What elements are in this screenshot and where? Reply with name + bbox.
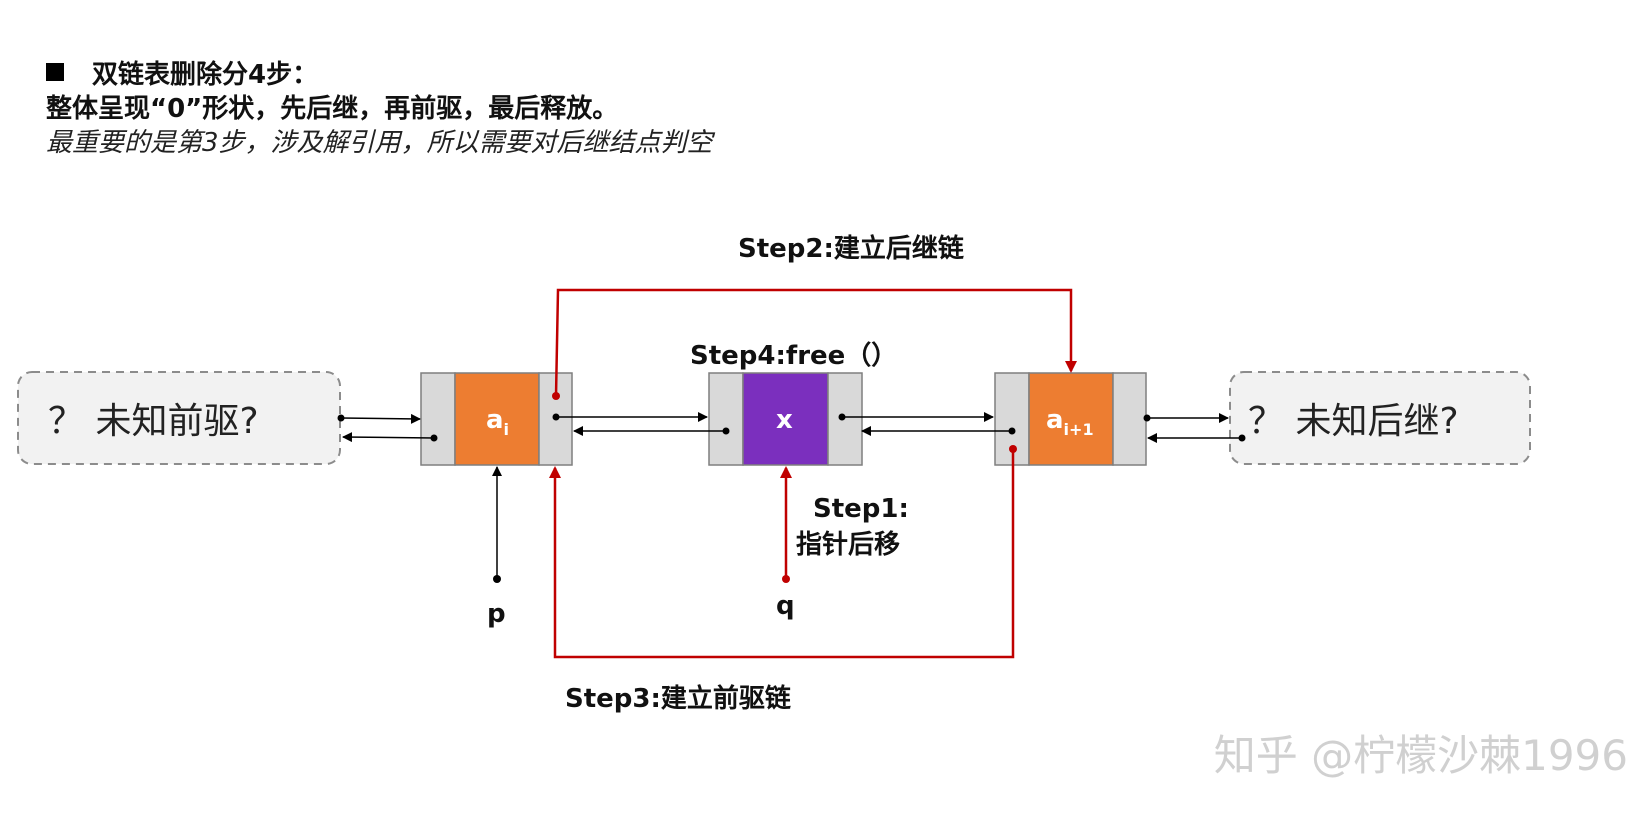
pointer-p-label: p [487, 599, 506, 629]
node-ai-label-sub: i [504, 420, 509, 439]
dot [552, 413, 560, 421]
step3-predecessor-link [549, 449, 1015, 659]
step4-label: Step4:free（） [690, 341, 897, 371]
unknown-predecessor-box [17, 371, 341, 465]
black-dots [337, 413, 1246, 583]
dot [1008, 427, 1016, 435]
red-dots [552, 392, 1017, 583]
dot [1009, 445, 1017, 453]
step3-label: Step3:建立前驱链 [565, 683, 791, 714]
node-x: x [708, 372, 863, 466]
node-ai1-label-sub: i+1 [1064, 420, 1094, 439]
dot [337, 414, 345, 422]
watermark: 知乎 @柠檬沙棘1996 [1213, 731, 1628, 780]
heading: 双链表删除分4步： 整体呈现“0”形状，先后继，再前驱，最后释放。 最重要的是第… [46, 58, 713, 160]
heading-line-3: 最重要的是第3步，涉及解引用，所以需要对后继结点判空 [46, 128, 713, 158]
node-ai-label-main: a [486, 405, 504, 435]
heading-line-2: 整体呈现“0”形状，先后继，再前驱，最后释放。 [46, 94, 619, 124]
node-ai-label: ai [486, 405, 509, 439]
node-ai: ai [420, 372, 573, 466]
step1-label-line2: 指针后移 [796, 530, 900, 560]
step2-label: Step2:建立后继链 [738, 233, 964, 264]
step1-label-line1: Step1: [813, 494, 909, 524]
pointer-q-label: q [776, 591, 795, 621]
pointer-q-dot [782, 575, 790, 583]
node-ai1-label-main: a [1046, 405, 1064, 435]
pointer-p-dot [493, 575, 501, 583]
link-ai-to-pred [342, 432, 435, 443]
link-pred-to-ai [340, 413, 421, 424]
unknown-predecessor-label: ？ 未知前驱? [48, 401, 259, 442]
node-ai-data-cell [454, 372, 540, 466]
unknown-successor-label: ？ 未知后继? [1248, 401, 1459, 442]
dot [552, 392, 560, 400]
step2-successor-link [554, 288, 1077, 397]
node-ai1: ai+1 [994, 372, 1147, 466]
black-links [340, 412, 1242, 579]
node-x-prior-cell [708, 372, 744, 466]
node-x-next-cell [827, 372, 863, 466]
dot [722, 427, 730, 435]
dot [838, 413, 846, 421]
node-ai1-label: ai+1 [1046, 405, 1094, 439]
node-ai-prior-cell [420, 372, 456, 466]
bullet-square-icon [46, 63, 64, 81]
dot [1143, 414, 1151, 422]
unknown-successor-box [1229, 371, 1531, 465]
node-x-label: x [776, 405, 793, 435]
node-x-data-cell [742, 372, 829, 466]
red-links [549, 288, 1077, 659]
dot [1238, 434, 1246, 442]
heading-line-1-text: 双链表删除分4步： [92, 60, 319, 90]
node-ai1-data-cell [1028, 372, 1114, 466]
node-ai1-next-cell [1112, 372, 1147, 466]
dot [430, 434, 438, 442]
heading-line-1: 双链表删除分4步： [46, 58, 713, 92]
